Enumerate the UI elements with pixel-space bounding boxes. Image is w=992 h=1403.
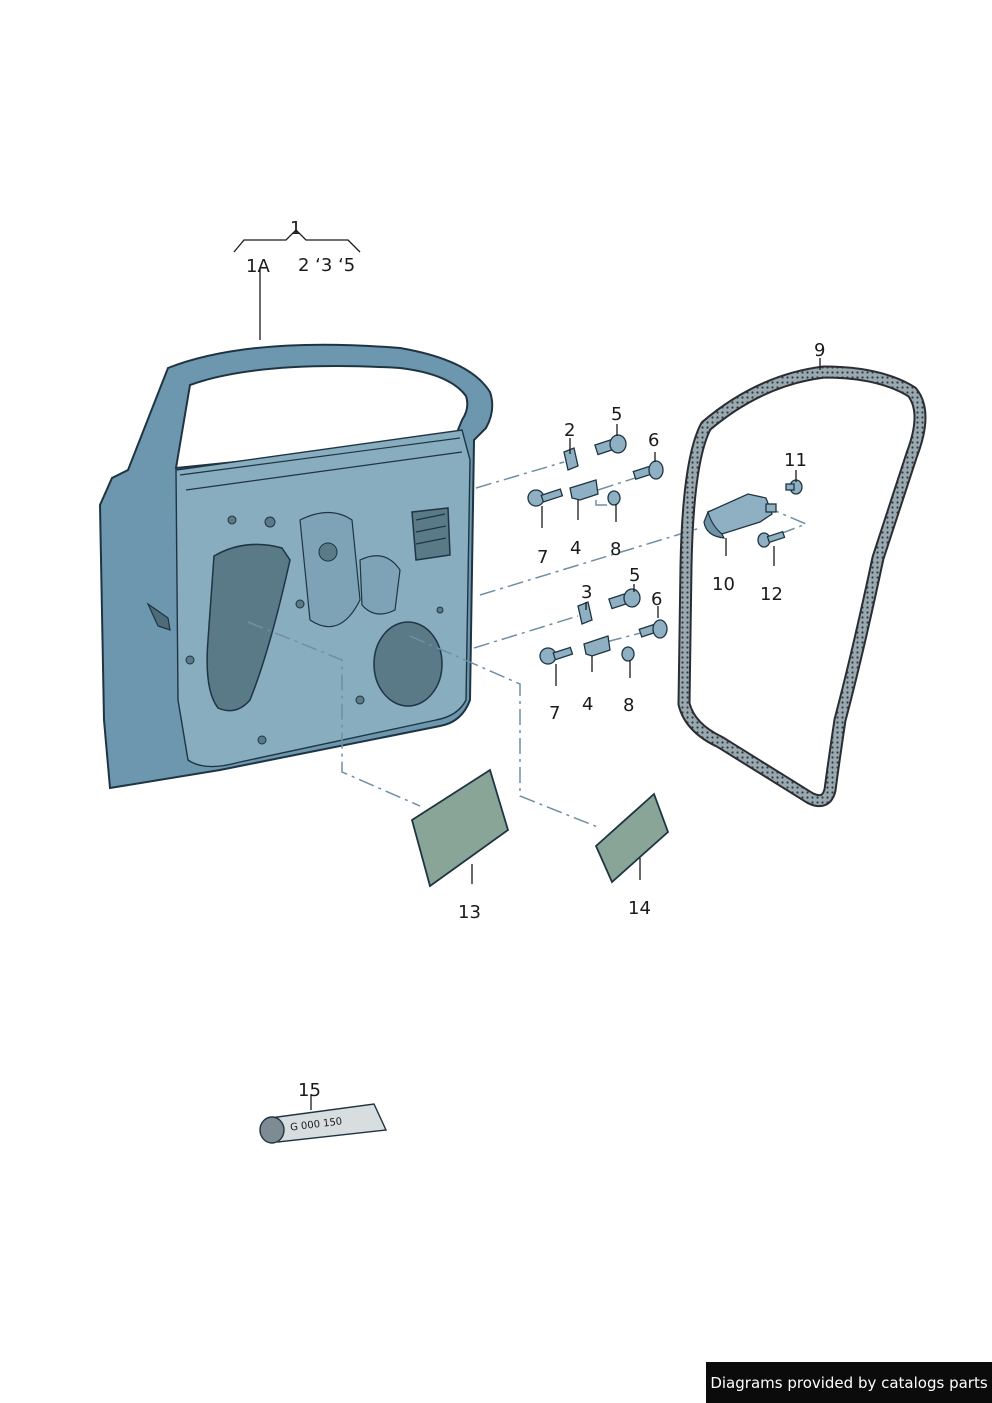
door-shell (98, 343, 494, 790)
screw-7-lower (539, 646, 574, 665)
label-part-4-upper: 4 (570, 538, 581, 559)
nut-8-upper (607, 490, 621, 506)
label-part-12: 12 (760, 584, 783, 605)
label-part-1a: 1A (246, 256, 270, 277)
fastener-group-lower (539, 588, 668, 665)
bolt-5-upper (594, 434, 627, 456)
clip-2 (563, 447, 579, 471)
assembly-leader-lines (247, 461, 808, 829)
label-part-15: 15 (298, 1080, 321, 1101)
clip-3 (577, 601, 593, 625)
sealant-tube: G 000 150 (259, 1103, 388, 1144)
sealing-pad-14 (594, 792, 670, 884)
label-part-13: 13 (458, 902, 481, 923)
label-part-5-lower: 5 (629, 565, 640, 586)
screw-12 (757, 530, 786, 548)
sealing-pad-13 (410, 768, 510, 888)
label-part-1: 1 (290, 218, 301, 239)
label-part-8-lower: 8 (623, 695, 634, 716)
label-part-8-upper: 8 (610, 539, 621, 560)
label-part-7-upper: 7 (537, 547, 548, 568)
label-leaders (233, 229, 821, 1110)
bracket-4-lower (583, 635, 611, 657)
label-part-9: 9 (814, 340, 825, 361)
bracket-4-upper (569, 479, 599, 501)
credit-banner: Diagrams provided by catalogs parts (706, 1362, 992, 1403)
label-part-3: 3 (581, 582, 592, 603)
label-part-4-lower: 4 (582, 694, 593, 715)
label-part-6-lower: 6 (651, 589, 662, 610)
label-part-7-lower: 7 (549, 703, 560, 724)
label-part-6-upper: 6 (648, 430, 659, 451)
label-part-11: 11 (784, 450, 807, 471)
bolt-6-upper (632, 460, 664, 481)
screw-11 (785, 479, 803, 495)
label-part-2: 2 (564, 420, 575, 441)
door-check-strap (703, 493, 777, 539)
nut-8-lower (621, 646, 635, 662)
bolt-5-lower (608, 588, 641, 610)
label-part-10: 10 (712, 574, 735, 595)
fastener-group-upper (527, 434, 664, 507)
label-part-1-sub: 2 ‘3 ‘5 (298, 255, 355, 276)
door-seal (677, 365, 927, 808)
label-part-14: 14 (628, 898, 651, 919)
screw-7-upper (527, 488, 564, 507)
bolt-6-lower (638, 619, 668, 639)
label-part-5-upper: 5 (611, 404, 622, 425)
